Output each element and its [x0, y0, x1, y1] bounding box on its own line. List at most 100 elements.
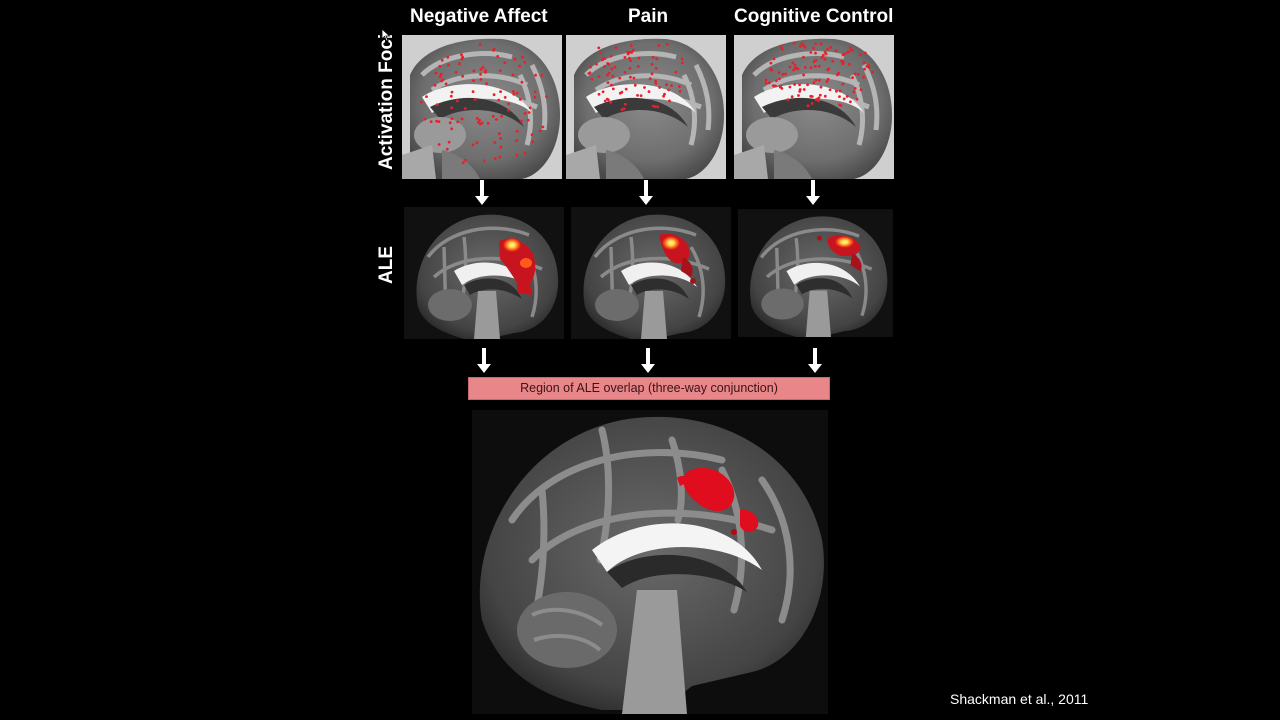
activation-focus-dot	[764, 78, 768, 82]
activation-focus-dot	[603, 99, 607, 103]
activation-focus-dot	[814, 78, 818, 82]
activation-focus-dot	[518, 98, 522, 101]
activation-focus-dot	[597, 75, 601, 78]
activation-focus-dot	[620, 90, 624, 94]
column-title-cognitive-control: Cognitive Control	[734, 6, 894, 27]
activation-focus-dot	[826, 77, 830, 81]
activation-focus-dot	[631, 48, 635, 52]
row-label-ale: ALE	[376, 246, 397, 284]
activation-focus-dot	[598, 51, 602, 54]
activation-focus-dot	[793, 83, 796, 86]
activation-focus-dot	[461, 74, 464, 78]
activation-focus-dot	[633, 83, 637, 87]
activation-focus-dot	[838, 95, 841, 98]
activation-focus-dot	[447, 140, 451, 144]
activation-focus-dot	[610, 67, 614, 71]
activation-focus-dot	[668, 99, 671, 103]
activation-focus-dot	[601, 57, 605, 61]
activation-focus-dot	[620, 108, 624, 112]
activation-focus-dot	[775, 79, 778, 83]
activation-focus-dot	[835, 89, 838, 93]
activation-focus-dot	[813, 64, 817, 68]
activation-focus-dot	[460, 53, 463, 57]
activation-focus-dot	[511, 73, 515, 77]
citation: Shackman et al., 2011	[950, 691, 1089, 707]
activation-focus-dot	[825, 80, 829, 84]
activation-focus-dot	[437, 120, 441, 123]
row-label-activation-foci: Activation Foci	[376, 33, 397, 170]
activation-focus-dot	[810, 102, 814, 105]
activation-focus-dot	[540, 74, 544, 77]
activation-focus-dot	[831, 59, 834, 63]
activation-focus-dot	[518, 64, 521, 68]
activation-focus-dot	[629, 75, 632, 79]
activation-focus-dot	[472, 79, 475, 82]
activation-focus-dot	[665, 43, 669, 46]
down-arrow-icon	[806, 180, 820, 205]
activation-focus-dot	[534, 73, 537, 77]
activation-focus-dot	[817, 64, 821, 68]
activation-focus-dot	[852, 90, 856, 94]
activation-focus-dot	[434, 71, 438, 75]
activation-focus-dot	[654, 105, 657, 108]
foci-panel-negative-affect	[402, 35, 562, 179]
activation-focus-dot	[597, 46, 601, 50]
activation-focus-dot	[840, 59, 843, 63]
activation-focus-dot	[819, 42, 823, 46]
activation-focus-dot	[425, 95, 428, 98]
activation-focus-dot	[851, 76, 854, 80]
activation-focus-dot	[654, 67, 658, 70]
activation-focus-dot	[471, 90, 475, 93]
activation-focus-dot	[623, 56, 627, 59]
activation-focus-dot	[607, 63, 611, 66]
activation-focus-dot	[778, 77, 781, 81]
activation-focus-dot	[812, 60, 816, 64]
activation-focus-dot	[609, 54, 613, 58]
activation-focus-dot	[650, 62, 654, 66]
activation-focus-dot	[500, 114, 503, 118]
activation-focus-dot	[475, 117, 479, 120]
activation-focus-dot	[678, 89, 682, 93]
activation-focus-dot	[629, 59, 632, 62]
activation-focus-dot	[817, 78, 821, 82]
activation-focus-dot	[460, 57, 464, 61]
activation-focus-dot	[609, 100, 613, 104]
activation-focus-dot	[503, 96, 507, 99]
activation-focus-dot	[680, 61, 684, 65]
activation-focus-dot	[654, 79, 657, 83]
activation-focus-dot	[849, 100, 852, 104]
activation-focus-dot	[819, 85, 823, 89]
activation-focus-dot	[770, 68, 774, 72]
down-arrow-icon	[475, 180, 489, 205]
activation-focus-dot	[767, 81, 771, 85]
activation-focus-dot	[527, 111, 531, 114]
activation-focus-dot	[798, 83, 801, 87]
column-title-pain: Pain	[628, 6, 669, 27]
activation-focus-dot	[827, 67, 831, 71]
activation-focus-dot	[472, 69, 476, 73]
down-arrow-icon	[641, 348, 655, 373]
activation-focus-dot	[838, 103, 841, 107]
activation-focus-dot	[828, 88, 832, 92]
activation-focus-dot	[512, 90, 515, 93]
activation-focus-dot	[820, 56, 824, 59]
activation-focus-dot	[629, 44, 633, 48]
activation-focus-dot	[493, 157, 497, 160]
activation-focus-dot	[853, 87, 857, 90]
activation-focus-dot	[614, 46, 618, 50]
activation-focus-dot	[803, 45, 807, 49]
activation-focus-dot	[507, 102, 510, 106]
activation-focus-dot	[850, 48, 854, 52]
activation-focus-dot	[655, 57, 659, 61]
activation-focus-dot	[853, 72, 857, 76]
activation-focus-dot	[779, 45, 783, 49]
activation-focus-dot	[636, 65, 640, 68]
activation-focus-dot	[821, 54, 825, 57]
activation-focus-dot	[429, 120, 433, 123]
activation-focus-dot	[444, 82, 448, 86]
activation-focus-dot	[802, 88, 806, 91]
activation-focus-dot	[479, 68, 483, 71]
activation-focus-dot	[845, 95, 849, 98]
activation-focus-dot	[523, 151, 527, 155]
activation-focus-dot	[862, 61, 866, 64]
